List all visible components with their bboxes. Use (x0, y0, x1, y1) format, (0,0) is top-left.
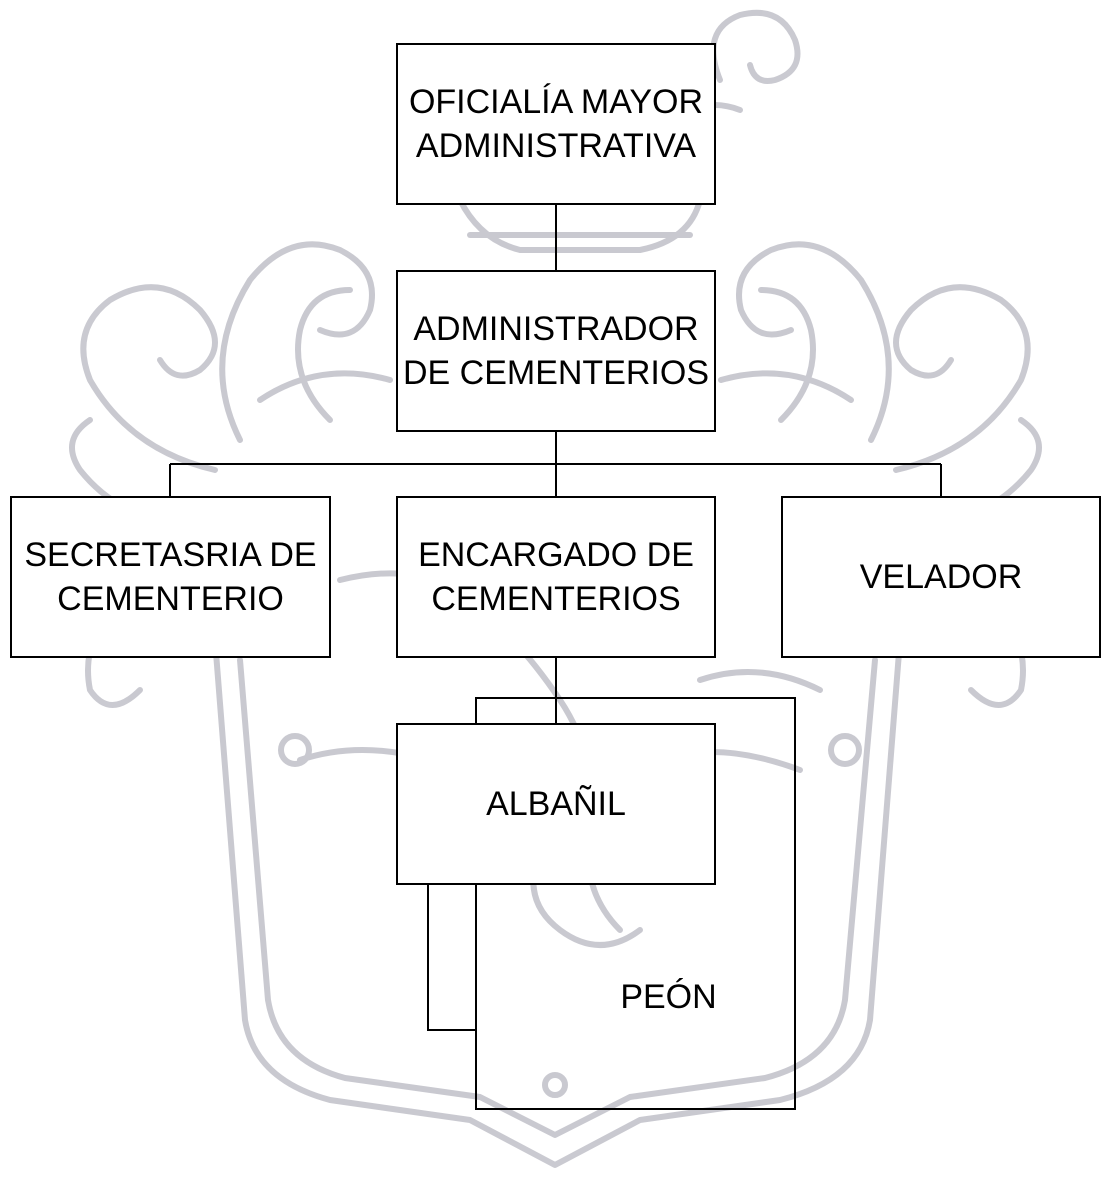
node-label: OFICIALÍA MAYOR ADMINISTRATIVA (408, 82, 704, 165)
node-label: SECRETASRIA DE CEMENTERIO (24, 535, 317, 618)
node-velador: VELADOR (781, 496, 1101, 658)
node-peon-label-box: PEÓN (475, 885, 796, 1110)
node-label: VELADOR (859, 557, 1023, 596)
node-label: PEÓN (620, 978, 717, 1017)
node-label: ADMINISTRADOR DE CEMENTERIOS (402, 309, 710, 392)
node-albanil: ALBAÑIL (396, 723, 716, 885)
node-label: ALBAÑIL (486, 784, 626, 823)
node-encargado: ENCARGADO DE CEMENTERIOS (396, 496, 716, 658)
node-peon-frame (475, 697, 796, 1110)
connector-albanil-peon (427, 885, 475, 1031)
node-oficialia-mayor: OFICIALÍA MAYOR ADMINISTRATIVA (396, 43, 716, 205)
node-administrador: ADMINISTRADOR DE CEMENTERIOS (396, 270, 716, 432)
node-secretaria: SECRETASRIA DE CEMENTERIO (10, 496, 331, 658)
node-label: ENCARGADO DE CEMENTERIOS (418, 535, 694, 618)
